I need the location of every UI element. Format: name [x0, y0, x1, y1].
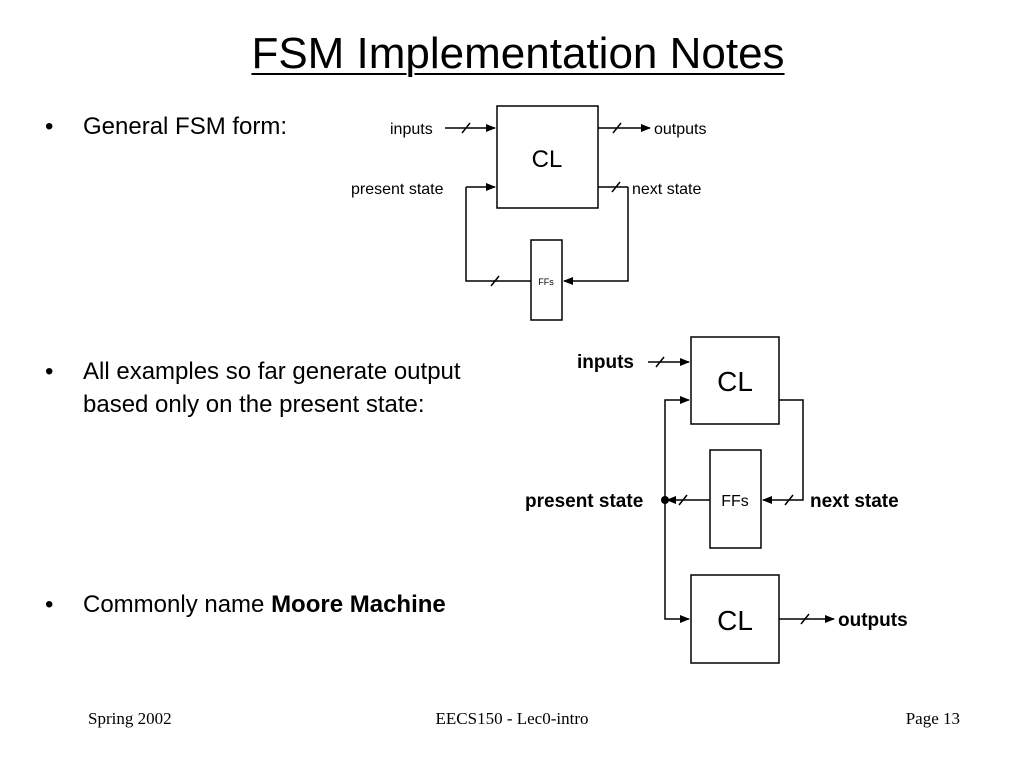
next-state-label: next state: [810, 491, 899, 512]
cl-block-top: [690, 336, 780, 425]
bullet-text-bold: Moore Machine: [271, 591, 446, 618]
cl-block-bottom: [690, 574, 780, 664]
cl-top-label: CL: [717, 366, 753, 397]
moore-machine-diagram: [648, 336, 835, 664]
bullet-text-prefix: Commonly name: [83, 591, 272, 618]
cl-block: [496, 105, 599, 209]
bus-slash: [678, 494, 688, 506]
bus-slash: [461, 122, 471, 134]
bullet-text: General FSM form:: [83, 113, 288, 140]
bullet-moore-machine: • Commonly name Moore Machine: [45, 588, 543, 621]
outputs-label: outputs: [838, 610, 908, 631]
ffs-block: [530, 239, 563, 321]
inputs-label: inputs: [390, 121, 433, 138]
bus-slash: [612, 122, 622, 134]
present-state-label: present state: [351, 181, 444, 198]
footer-page-number: Page 13: [905, 709, 960, 728]
bullet-dot: •: [45, 358, 54, 385]
bullet-all-examples: • All examples so far generate output ba…: [45, 355, 513, 421]
ffs-label: FFs: [721, 493, 749, 510]
inputs-label: inputs: [577, 352, 634, 373]
bus-slash: [800, 613, 810, 625]
next-state-label: next state: [632, 181, 701, 198]
junction-dot: [661, 496, 669, 504]
bullet-text: All examples so far generate output base…: [83, 358, 461, 418]
bus-slash: [490, 275, 500, 287]
footer-date: Spring 2002: [88, 709, 172, 728]
present-state-to-cl-wire: [664, 396, 690, 500]
present-state-to-output-cl-wire: [664, 500, 690, 623]
present-state-label: present state: [525, 491, 643, 512]
bullet-dot: •: [45, 591, 54, 618]
next-state-wire: [762, 399, 804, 504]
next-state-feedback-wire: [563, 187, 629, 285]
present-state-feedback-wire: [465, 187, 531, 282]
cl-bottom-label: CL: [717, 605, 753, 636]
ffs-block: [709, 449, 762, 549]
bullet-dot: •: [45, 113, 54, 140]
outputs-label: outputs: [654, 121, 706, 138]
general-fsm-diagram: [445, 105, 651, 321]
bus-slash: [784, 494, 794, 506]
bus-slash: [655, 356, 665, 368]
bullet-general-fsm-form: • General FSM form:: [45, 110, 343, 143]
ffs-label: FFs: [538, 277, 554, 287]
bus-slash: [611, 181, 621, 193]
slide-title: FSM Implementation Notes: [251, 29, 785, 78]
cl-label: CL: [532, 146, 563, 173]
footer-course: EECS150 - Lec0-intro: [435, 709, 589, 728]
